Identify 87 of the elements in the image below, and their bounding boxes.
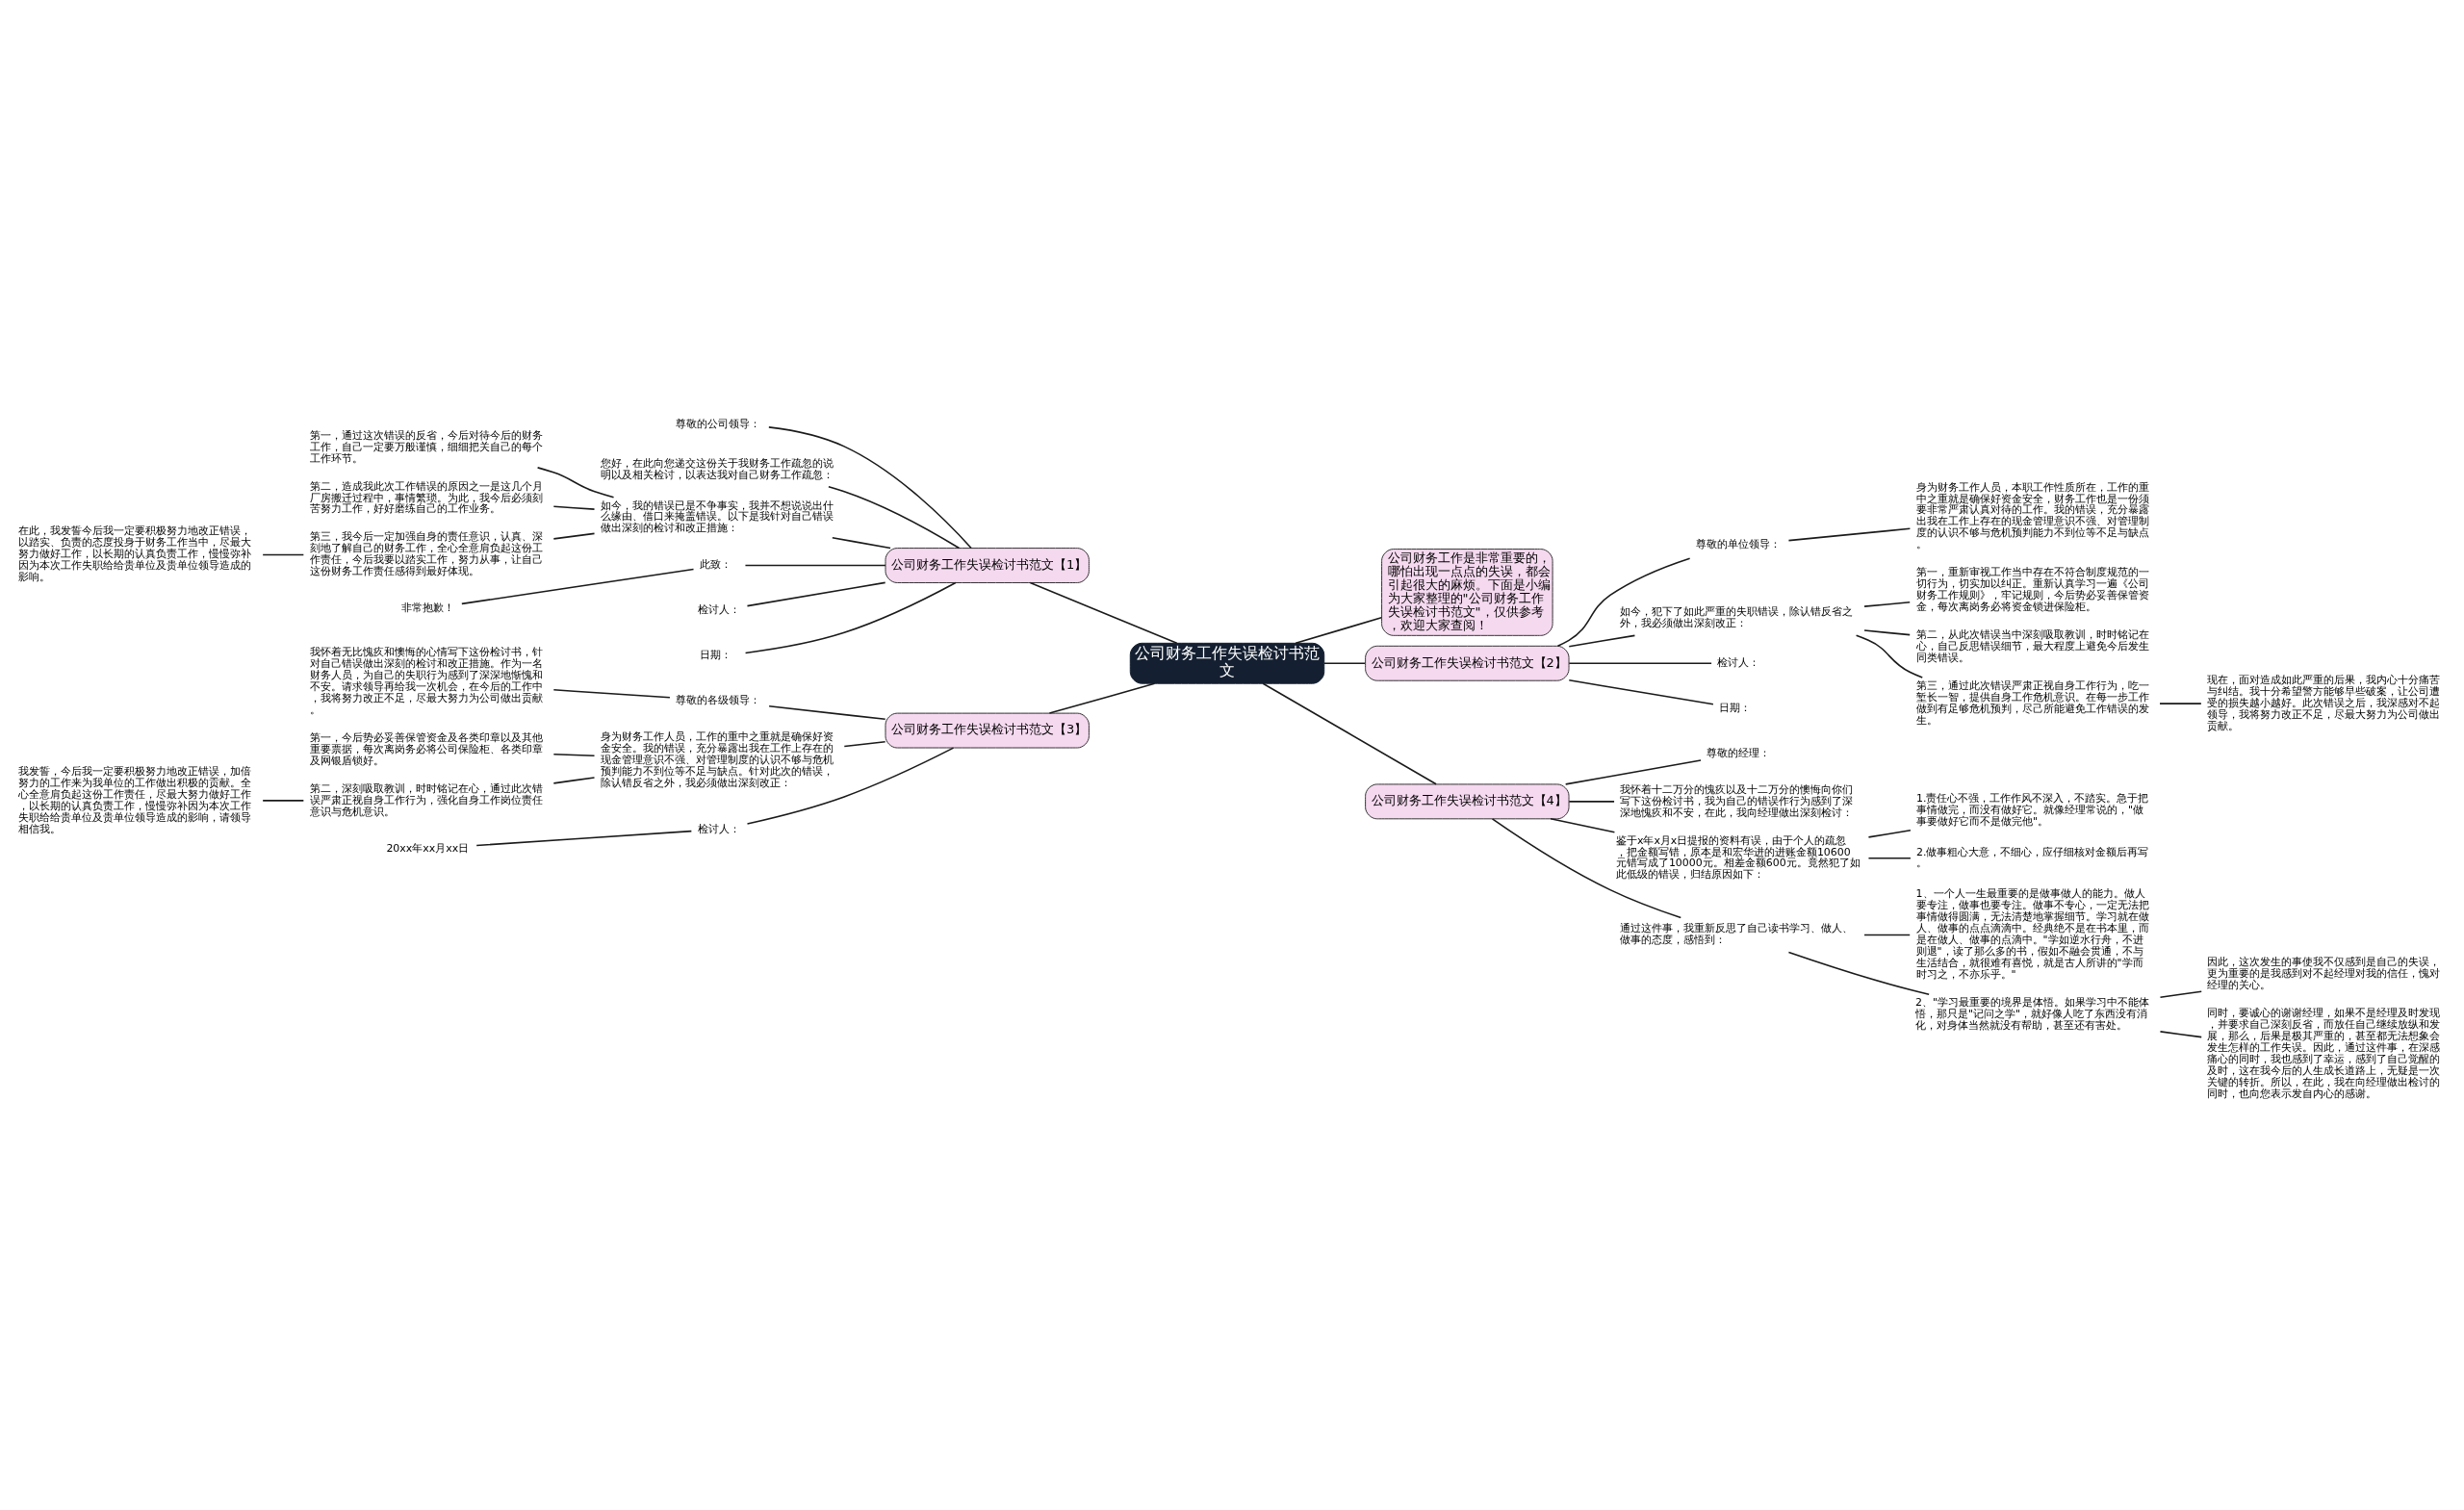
connector <box>744 564 886 567</box>
connector <box>1787 527 1912 542</box>
node-text: 因此，这次发生的事使我不仅感到是自己的失误，更为重要的是我感到对不起经理对我的信任，愧对经理的关心。 <box>2207 956 2441 992</box>
connector <box>461 568 695 605</box>
connector <box>1323 662 1367 665</box>
node-text: 此致： <box>699 558 732 572</box>
connector <box>1556 557 1691 648</box>
node-text: 第一，重新审视工作当中存在不符合制度规范的一切行为，切实加以纠正。重新认真学习一遍《公司财务工作规则》，牢记规则，今后势必妥善保管资金，每次离岗务必将资金锁进保险柜。 <box>1915 566 2149 614</box>
connector <box>832 536 891 550</box>
connector <box>1262 682 1437 785</box>
connector <box>768 705 886 721</box>
node-text: 同时，要诚心的谢谢经理，如果不是经理及时发现，并要求自己深刻反省，而放任自己继续放纵和发展，那么，后果是极其严重的，甚至都无法想象会发生怎样的工作失误。因此，通过这件事，在深感痛心的同时，我也感到了幸运，感到了自己觉醒的及时，这在我今后的人生成长道路上，无疑是一次关键的转折。所以，在此，我在向经理做出检讨的同时，也向您表示发自内心的感谢。 <box>2207 1007 2441 1100</box>
node-text: 检讨人： <box>697 822 740 835</box>
connector <box>1787 951 1930 996</box>
connector <box>262 800 305 802</box>
node-text: 如今，我的错误已是不争事实，我并不想说说出什么缘由、借口来掩盖错误。以下是我针对自己错误做出深刻的检讨和改正措施： <box>600 499 834 535</box>
connector <box>1863 601 1911 607</box>
node-text: 第三，我今后一定加强自身的责任意识，认真、深刻地了解自己的财务工作，全心全意肩负起这份工作责任，今后我要以踏实工作，努力从事，让自己这份财务工作责任感得到最好体现。 <box>309 530 543 578</box>
node-text: 1、一个人一生最重要的是做事做人的能力。做人要专注，做事也要专注。做事不专心，一定无法把事情做得圆满，无法清楚地掌握细节。学习就在做人、做事的点点滴滴中。经典绝不是在书本里，而是在做人、做事的点滴中。"学如逆水行舟，不进则退"，读了那么多的书，假如不融会贯通，不与生活结合，就很难有喜悦，就是古人所讲的"学而时习之，不亦乐乎。" <box>1915 887 2149 982</box>
connector <box>1491 818 1682 919</box>
connector <box>2159 703 2202 704</box>
node-text: 我怀着十二万分的愧疚以及十二万分的懊悔向你们写下这份检讨书，我为自己的错误作行为感到了深深地愧疚和不安，在此，我向经理做出深刻检讨： <box>1620 782 1854 819</box>
node-box: 公司财务工作失误检讨书范文 <box>1129 642 1325 684</box>
node-text: 在此，我发誓今后我一定要积极努力地改正错误，以踏实、负责的态度投身于财务工作当中，尽最大努力做好工作，以长期的认真负责工作，慢慢弥补因为本次工作失职给给贵单位及贵单位领导造成的影响。 <box>18 525 252 584</box>
node-text: 第二，深刻吸取教训，时时铭记在心，通过此次错误严肃正视自身工作行为，强化自身工作岗位责任意识与危机意识。 <box>309 781 543 818</box>
node-text: 身为财务工作人员，本职工作性质所在，工作的重中之重就是确保好资金安全，财务工作也是一份须要非常严肃认真对待的工作。我的错误，充分暴露出我在工作上存在的现金管理意识不强、对管理制度的认识不够与危机预判能力不到位等不足与缺点。 <box>1915 480 2149 551</box>
connector <box>475 830 693 847</box>
connector <box>1029 581 1178 644</box>
node-box: 公司财务工作失误检讨书范文【3】 <box>885 712 1090 749</box>
node-text: 20xx年xx月xx日 <box>386 841 470 855</box>
node-text: 我发誓，今后我一定要积极努力地改正错误，加倍努力的工作来为我单位的工作做出积极的贡献。全心全意肩负起这份工作责任，尽最大努力做好工作，以长期的认真负责工作，慢慢弥补因为本次工作失职给给贵单位及贵单位领导造成的影响，请领导相信我。 <box>18 764 252 835</box>
node-text: 第一，今后势必妥善保管资金及各类印章以及其他重要票据，每次离岗务必将公司保险柜、各类印章及网银盾锁好。 <box>309 730 543 767</box>
connector <box>1855 634 1924 678</box>
connector <box>768 426 972 550</box>
connector <box>1867 830 1912 838</box>
connector <box>746 581 886 607</box>
connector <box>843 741 886 748</box>
connector <box>746 747 955 825</box>
connector <box>1863 934 1911 936</box>
connector <box>262 553 305 556</box>
node-text: 2.做事粗心大意，不细心，应仔细核对金额后再写。 <box>1916 845 2149 870</box>
connector <box>1568 679 1714 705</box>
connector <box>1863 629 1911 636</box>
connector <box>1568 662 1712 665</box>
node-box: 公司财务工作是非常重要的，哪怕出现一点点的失误，都会引起很大的麻烦。下面是小编为大家整理的"公司财务工作失误检讨书范文"，仅供参考，欢迎大家查阅！ <box>1381 549 1553 636</box>
node-text: 第一，通过这次错误的反省，今后对待今后的财务工作，自己一定要万般谨慎，细细把关自己的每个工作环节。 <box>309 428 543 465</box>
connector <box>552 505 596 510</box>
node-box: 公司财务工作失误检讨书范文【1】 <box>885 548 1090 583</box>
connector <box>552 777 596 784</box>
node-text: 身为财务工作人员，工作的重中之重就是确保好资金安全。我的错误，充分暴露出我在工作上存在的现金管理意识不强、对管理制度的认识不够与危机预判能力不到位等不足与缺点。针对此次的错误，除认错反省之外，我必须做出深刻改正： <box>600 729 834 789</box>
node-text: 如今，犯下了如此严重的失职错误，除认错反省之外，我必须做出深刻改正： <box>1620 605 1854 630</box>
node-box: 公司财务工作失误检讨书范文【4】 <box>1365 783 1570 820</box>
connector <box>828 485 961 550</box>
node-text: 1.责任心不强，工作作风不深入，不踏实。急于把事情做完，而没有做好它。就像经理常说的，"做事要做好它而不是做完他"。 <box>1916 791 2149 828</box>
connector <box>2159 1031 2202 1038</box>
connector <box>2159 990 2202 999</box>
connector <box>536 467 615 499</box>
node-text: 检讨人： <box>1717 656 1760 670</box>
node-text: 鉴于x年x月x日提报的资料有误，由于个人的疏忽，把金额写错，原本是和宏华进的进账金额10600元错写成了10000元。相差金额600元。竟然犯了如此低级的错误，归结原因如下： <box>1615 833 1861 882</box>
node-text: 第三，通过此次错误严肃正视自身工作行为，吃一堑长一智，提供自身工作危机意识。在每一步工作做到有足够危机预判，尽己所能避免工作错误的发生。 <box>1915 678 2149 727</box>
connector <box>552 689 671 699</box>
connector <box>1568 634 1636 648</box>
connector <box>1564 759 1702 785</box>
connector <box>552 753 596 757</box>
connector <box>744 581 957 654</box>
node-text: 第二，造成我此次工作错误的原因之一是这几个月厂房搬迁过程中，事情繁琐。为此，我今后必须刻苦努力工作，好好磨练自己的工作业务。 <box>309 479 543 516</box>
node-text: 通过这件事，我重新反思了自己读书学习、做人、做事的态度，感悟到： <box>1620 922 1854 947</box>
node-text: 您好，在此向您递交这份关于我财务工作疏忽的说明以及相关检讨，以表达我对自己财务工作疏忽： <box>600 456 834 481</box>
node-text: 2、"学习最重要的境界是体悟。如果学习中不能体悟，那只是"记问之学"，就好像人吃了东西没有消化，对身体当然就没有帮助，甚至还有害处。 <box>1915 996 2150 1033</box>
connector <box>1867 857 1912 859</box>
connector <box>1295 616 1383 645</box>
node-text: 尊敬的公司领导： <box>676 417 761 430</box>
connector <box>1550 818 1616 833</box>
node-text: 日期： <box>1719 701 1752 714</box>
node-text: 第二，从此次错误当中深刻吸取教训，时时铭记在心，自己反思错误细节，最大程度上避免今后发生同类错误。 <box>1915 628 2149 665</box>
node-text: 尊敬的各级领导： <box>676 693 761 706</box>
node-text: 我怀着无比愧疚和懊悔的心情写下这份检讨书，针对自己错误做出深刻的检讨和改正措施。作为一名财务人员，为自己的失职行为感到了深深地惭愧和不安。请求领导再给我一次机会，在今后的工作中，我将努力改正不足，尽最大努力为公司做出贡献。 <box>309 646 543 716</box>
node-text: 日期： <box>699 649 732 662</box>
node-box: 公司财务工作失误检讨书范文【2】 <box>1365 645 1570 681</box>
connector <box>1048 682 1156 714</box>
node-text: 尊敬的单位领导： <box>1695 538 1781 551</box>
node-text: 现在，面对造成如此严重的后果，我内心十分痛苦与纠结。我十分希望警方能够早些破案，让公司遭受的损失越小越好。此次错误之后，我深感对不起领导，我将努力改正不足，尽最大努力为公司做出贡献。 <box>2207 674 2441 732</box>
connector <box>1568 801 1615 803</box>
node-text: 尊敬的经理： <box>1707 746 1771 759</box>
node-text: 非常抱歉！ <box>400 601 454 615</box>
node-text: 检讨人： <box>697 603 740 617</box>
connector <box>552 532 596 540</box>
